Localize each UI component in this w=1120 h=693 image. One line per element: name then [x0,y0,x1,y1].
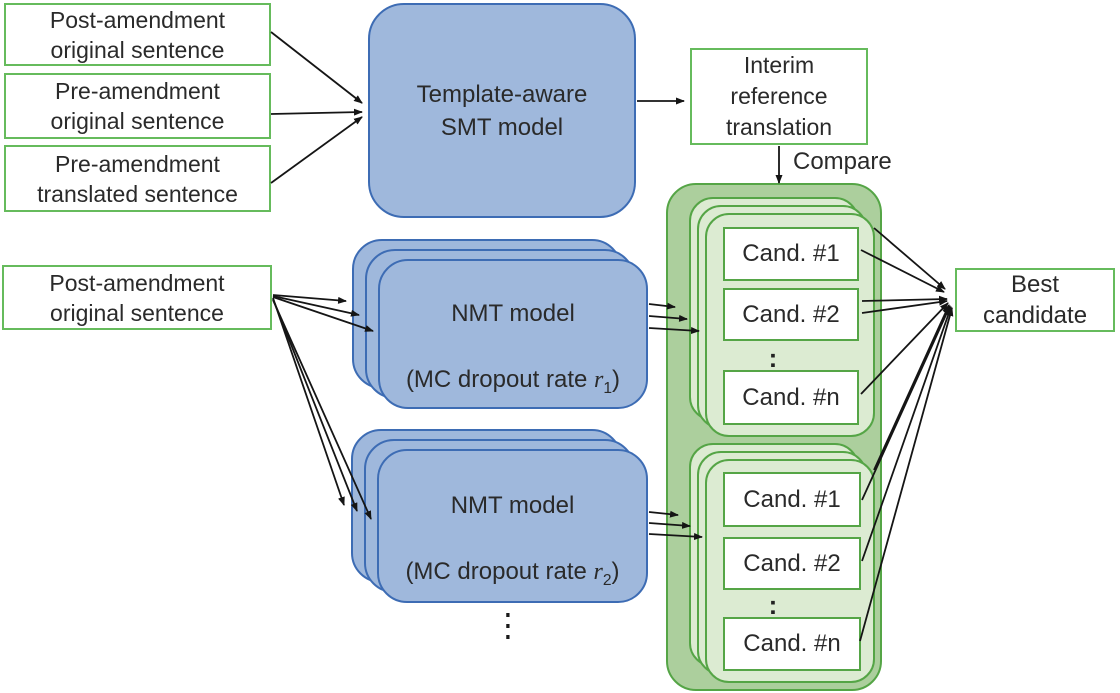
node-pre-amendment-original: Pre-amendment original sentence [4,73,271,139]
candidate-box: Cand. #1 [723,472,861,527]
arrow-input1-smt [270,31,363,104]
arrow-input2-smt [270,108,363,116]
nmt-r1-front-layer: NMT model (MC dropout rate r1) [378,259,648,409]
node-best-candidate: Best candidate [955,268,1115,332]
arrow-input3-smt [270,116,363,184]
node-post-amendment-original-mid: Post-amendment original sentence [2,265,272,330]
colon-separator: : [768,343,778,373]
node-interim-reference: Interim reference translation [690,48,868,145]
arrow-candidate-best [873,304,950,471]
arrow-input-nmt1 [272,294,347,304]
node-post-amendment-original-top: Post-amendment original sentence [4,3,271,66]
arrow-input-nmt1 [272,295,360,317]
arrow-input-nmt2 [272,297,345,506]
label-compare: Compare [793,148,892,175]
colon-separator: : [768,590,778,620]
nmt-r2-label: NMT model (MC dropout rate r2) [405,491,620,589]
arrow-candidate-best [873,227,946,290]
candidate-box: Cand. #2 [723,537,861,590]
nmt-r2-front-layer: NMT model (MC dropout rate r2) [377,449,648,603]
more-models-ellipsis: ⋮ [492,606,524,644]
node-pre-amendment-translated: Pre-amendment translated sentence [4,145,271,212]
candidate-box: Cand. #2 [723,288,859,341]
candidate-box: Cand. #n [723,370,859,425]
candidate-box: Cand. #n [723,617,861,671]
nmt-r1-label: NMT model (MC dropout rate r1) [405,299,621,397]
node-smt-model: Template-aware SMT model [368,3,636,218]
arrow-input-nmt2 [272,298,358,512]
candidate-box: Cand. #1 [723,227,859,281]
